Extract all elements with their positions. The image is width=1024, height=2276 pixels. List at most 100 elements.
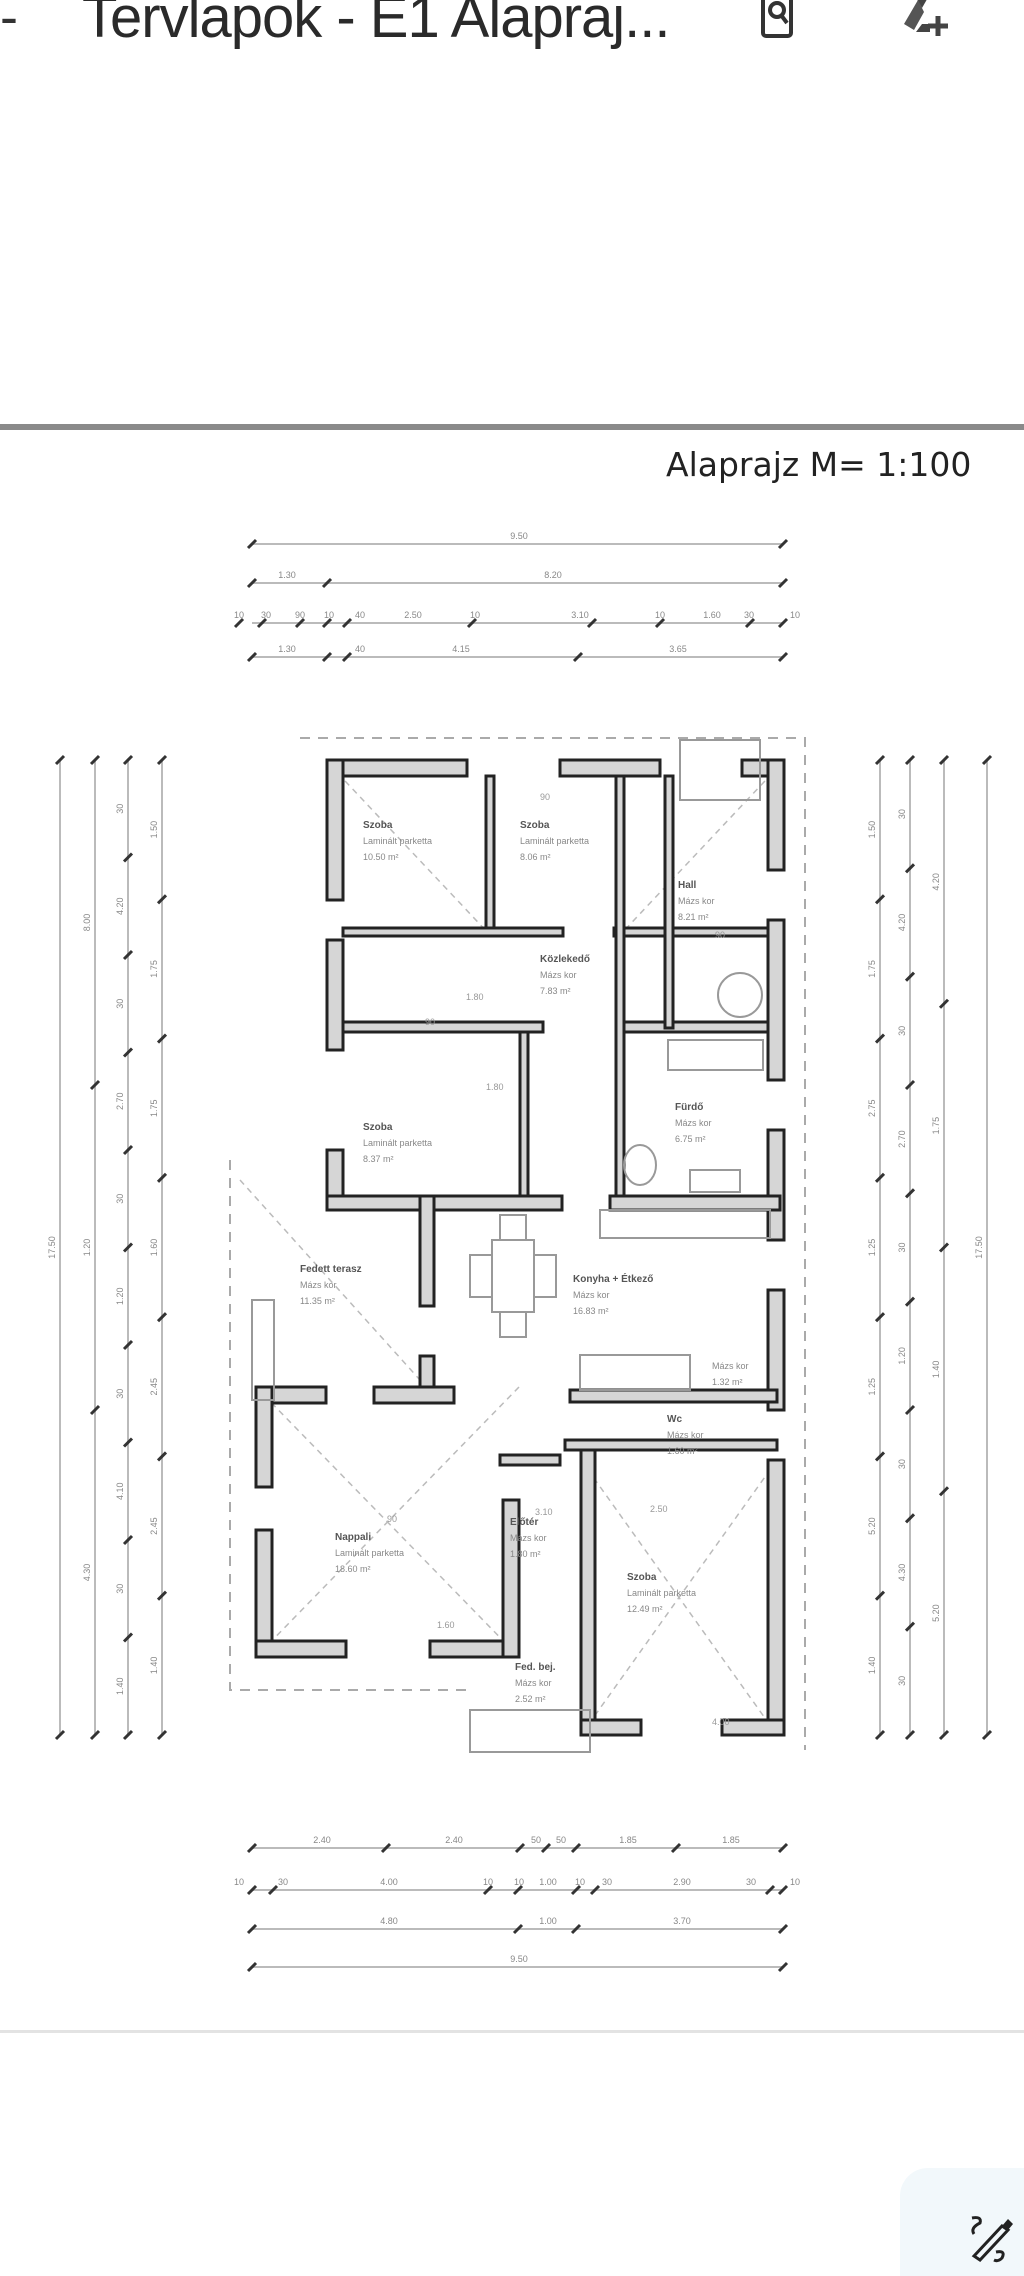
dimension-tick: [874, 1033, 886, 1044]
room-area: 10.50 m²: [363, 852, 399, 862]
dimension-label: 90: [295, 610, 305, 620]
dimension-label: 1.40: [149, 1657, 159, 1675]
dimension-label: 1.40: [115, 1677, 125, 1695]
app-header: - Tervlapok - E1 Alapraj...: [0, 0, 1024, 130]
dimension-label: 1.30: [278, 644, 296, 654]
dimension-label: 8.20: [544, 570, 562, 580]
dimension-tick: [938, 1486, 950, 1497]
dimension-label: 3.65: [669, 644, 687, 654]
dimension-label: 5.20: [867, 1517, 877, 1535]
dimension-label: 1.50: [149, 821, 159, 839]
room-name: Előtér: [510, 1517, 538, 1528]
room-area: 18.60 m²: [335, 1564, 371, 1574]
dimension-label: 2.90: [673, 1877, 691, 1887]
dimension-tick: [89, 754, 101, 766]
dimension-tick: [246, 1961, 258, 1973]
dimension-annotation: 1.80: [466, 992, 484, 1002]
dimension-label: 4.30: [82, 1564, 92, 1582]
dimension-label: 2.50: [404, 610, 422, 620]
dimension-tick: [246, 1923, 258, 1935]
dimension-tick: [122, 949, 134, 961]
dimension-tick: [904, 971, 916, 982]
dimension-label: 3.70: [673, 1916, 691, 1926]
dimension-tick: [874, 1172, 886, 1183]
dimension-tick: [89, 1079, 101, 1091]
dimension-tick: [744, 617, 756, 629]
dimension-label: 1.75: [149, 960, 159, 978]
dimension-label: 9.50: [510, 531, 528, 541]
room-area: 11.35 m²: [300, 1296, 335, 1306]
dimension-tick: [904, 1621, 916, 1632]
dimension-tick: [777, 617, 789, 629]
dimension-label: 30: [261, 610, 271, 620]
dimension-label: 1.20: [115, 1287, 125, 1305]
room-name: Konyha + Étkező: [573, 1272, 653, 1285]
dimension-tick: [294, 617, 306, 629]
room-floor: Mázs kor: [667, 1430, 704, 1440]
dimension-tick: [777, 1884, 789, 1896]
dimension-annotation: 90: [540, 792, 550, 802]
dimension-tick: [512, 1923, 524, 1935]
dimension-tick: [321, 617, 333, 629]
dimension-tick: [777, 1842, 789, 1854]
dimension-label: 30: [115, 1389, 125, 1399]
dimension-tick: [122, 1632, 134, 1643]
dimension-label: 1.30: [278, 570, 296, 580]
dimension-label: 2.70: [897, 1130, 907, 1148]
dimension-label: 50: [556, 1835, 566, 1845]
dimension-label: 1.00: [539, 1916, 557, 1926]
room-area: 1.32 m²: [712, 1377, 743, 1387]
dimension-label: 1.85: [619, 1835, 637, 1845]
sheet-title: Alaprajz M= 1:100: [666, 445, 972, 484]
room-name: Szoba: [627, 1572, 657, 1583]
dimension-label: 1.75: [931, 1117, 941, 1135]
search-document-icon[interactable]: [760, 0, 820, 44]
dimension-tick: [122, 1729, 134, 1741]
add-to-drive-icon[interactable]: [900, 0, 960, 44]
dimension-tick: [321, 651, 333, 663]
dimension-tick: [156, 754, 168, 766]
dimension-tick: [156, 894, 168, 905]
dimension-label: 40: [355, 610, 365, 620]
dimension-tick: [156, 1033, 168, 1044]
dimension-label: 4.20: [115, 897, 125, 915]
dimension-label: 8.00: [82, 914, 92, 932]
room-floor: Mázs kor: [300, 1280, 337, 1290]
dimension-annotation: 4.00: [712, 1717, 730, 1727]
dimension-label: 40: [355, 644, 365, 654]
back-button[interactable]: -: [0, 0, 18, 47]
dimension-tick: [267, 1884, 279, 1896]
room-floor: Mázs kor: [573, 1290, 610, 1300]
dimension-tick: [572, 651, 584, 663]
dimension-label: 10: [514, 1877, 524, 1887]
dimension-tick: [341, 651, 353, 663]
dimension-annotation: 90: [425, 1017, 435, 1027]
dimension-label: 30: [897, 1242, 907, 1252]
dimension-tick: [589, 1884, 601, 1896]
dimension-tick: [904, 1188, 916, 1199]
dimension-label: 1.75: [867, 960, 877, 978]
dimension-tick: [514, 1842, 526, 1854]
room-name: Fürdő: [675, 1102, 703, 1113]
dimension-tick: [246, 1842, 258, 1854]
room-name: Fed. bej.: [515, 1662, 556, 1673]
dimension-tick: [89, 1729, 101, 1741]
dimension-tick: [512, 1884, 524, 1896]
dimension-label: 1.40: [867, 1657, 877, 1675]
dimension-tick: [981, 1729, 993, 1741]
dimension-tick: [156, 1312, 168, 1323]
room-floor: Laminált parketta: [363, 836, 432, 846]
dimension-tick: [156, 1172, 168, 1183]
dimension-label: 4.20: [897, 914, 907, 932]
dimension-tick: [586, 617, 598, 629]
annotate-button[interactable]: [900, 2168, 1024, 2276]
room-area: 8.21 m²: [678, 912, 709, 922]
dimension-annotation: 1.60: [437, 1620, 455, 1630]
